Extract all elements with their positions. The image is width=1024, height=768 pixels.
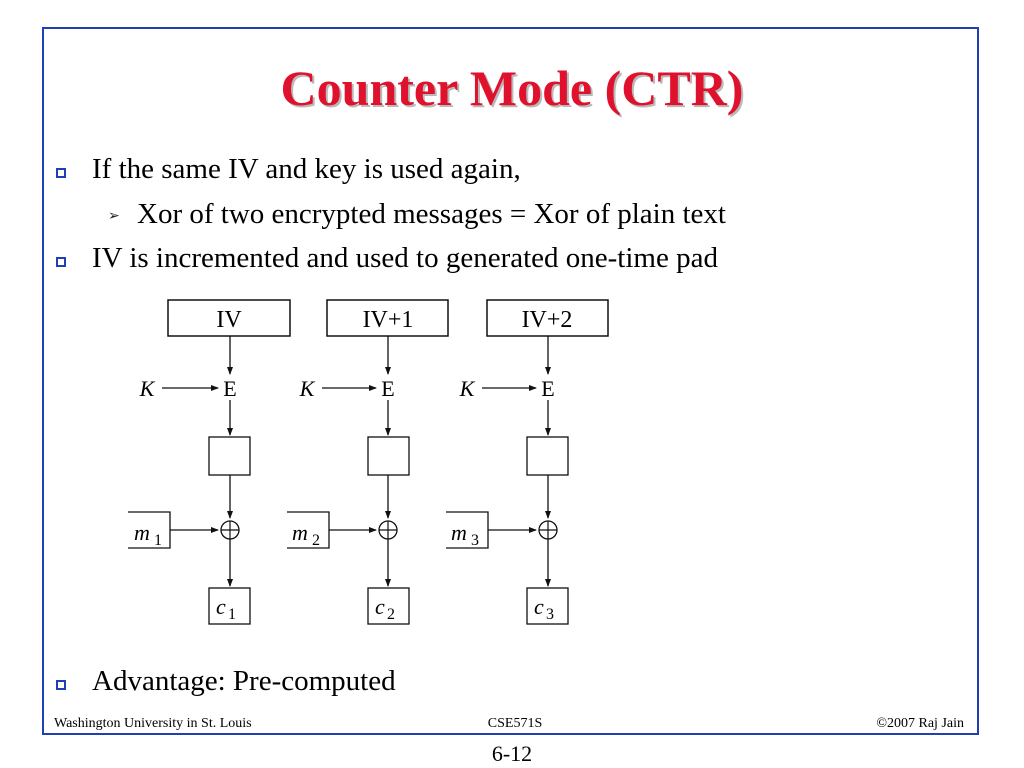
page-number: 6-12: [491, 741, 533, 766]
counter-label: IV: [216, 307, 242, 333]
counter-box: [326, 299, 449, 337]
message-subscript: 2: [312, 532, 320, 549]
ctr-column-1: IV K E m 1 c 1: [128, 299, 291, 625]
message-subscript: 1: [154, 532, 162, 549]
counter-label: IV+2: [522, 307, 573, 333]
cipher-subscript: 1: [228, 606, 236, 623]
ctr-mode-diagram: IV K E m 1 c 1 IV+1 K E m 2: [128, 299, 609, 625]
ctr-column-3: IV+2 K E m 3 c 3: [446, 299, 609, 625]
hollow-square-icon: [56, 680, 66, 690]
cipher-subscript: 3: [546, 606, 554, 623]
cipher-label: c: [534, 594, 544, 619]
key-label: K: [459, 376, 476, 401]
cipher-label: c: [375, 594, 385, 619]
cipher-label: c: [216, 594, 226, 619]
ciphertext-box: [526, 587, 569, 625]
ciphertext-box: [367, 587, 410, 625]
message-label: m: [292, 520, 308, 545]
bullet-text: IV is incremented and used to generated …: [92, 242, 718, 274]
slide-title: Counter Mode (CTR): [280, 60, 744, 116]
message-label: m: [451, 520, 467, 545]
key-label: K: [139, 376, 156, 401]
arrowhead-icon: ➢: [108, 209, 120, 224]
footer-center: CSE571S: [487, 716, 543, 731]
encrypt-label: E: [541, 376, 554, 401]
message-label: m: [134, 520, 150, 545]
slide-frame: [42, 27, 979, 735]
hollow-square-icon: [56, 257, 66, 267]
keystream-box: [526, 436, 569, 476]
footer-left: Washington University in St. Louis: [54, 716, 252, 731]
hollow-square-icon: [56, 168, 66, 178]
counter-label: IV+1: [363, 307, 414, 333]
cipher-subscript: 2: [387, 606, 395, 623]
footer-right: ©2007 Raj Jain: [876, 716, 964, 731]
ciphertext-box: [208, 587, 251, 625]
bullet-text: If the same IV and key is used again,: [92, 153, 521, 185]
counter-box: [167, 299, 291, 337]
bullet-text: Advantage: Pre-computed: [92, 665, 396, 697]
sub-bullet-text: Xor of two encrypted messages = Xor of p…: [137, 198, 726, 230]
message-subscript: 3: [471, 532, 479, 549]
keystream-box: [208, 436, 251, 476]
ctr-column-2: IV+1 K E m 2 c 2: [287, 299, 449, 625]
encrypt-label: E: [381, 376, 394, 401]
key-label: K: [299, 376, 316, 401]
encrypt-label: E: [223, 376, 236, 401]
keystream-box: [367, 436, 410, 476]
